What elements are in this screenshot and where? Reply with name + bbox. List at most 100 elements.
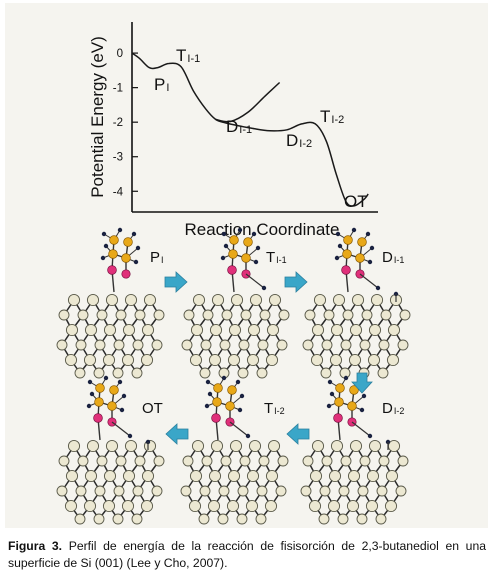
butanediol-molecule	[204, 375, 251, 441]
y-tick-label: 0	[117, 48, 123, 60]
stage-label: OT	[142, 400, 163, 417]
silicon-atom	[327, 499, 341, 513]
x-axis-label: Reaction Coordinate	[185, 220, 340, 239]
silicon-atom	[361, 309, 373, 321]
silicon-atom	[112, 367, 124, 379]
hydrogen-atom	[135, 245, 141, 251]
silicon-atom	[56, 339, 68, 351]
silicon-atom	[346, 499, 360, 513]
silicon-atom	[199, 367, 211, 379]
stage-label: DI-2	[382, 400, 404, 417]
silicon-atom	[308, 499, 322, 513]
silicon-atom	[276, 339, 288, 351]
silicon-atom	[103, 323, 117, 337]
silicon-atom	[83, 353, 97, 367]
carbon-atom	[357, 237, 367, 247]
silicon-atom	[329, 353, 343, 367]
hydrogen-atom	[221, 375, 227, 381]
silicon-atom	[153, 309, 165, 321]
silicon-atom	[189, 353, 203, 367]
silicon-atom	[247, 323, 261, 337]
hydrogen-atom	[335, 231, 341, 237]
silicon-atom	[370, 293, 384, 307]
silicon-atom	[226, 499, 240, 513]
silicon-atom	[265, 469, 279, 483]
silicon-atom	[134, 455, 146, 467]
silicon-atom	[180, 485, 192, 497]
hydrogen-atom	[337, 243, 343, 249]
silicon-atom	[277, 455, 289, 467]
carbon-atom	[335, 383, 345, 393]
silicon-atom	[246, 469, 260, 483]
silicon-atom	[348, 353, 362, 367]
state-label: OT	[344, 192, 368, 211]
silicon-atom	[112, 513, 124, 525]
silicon-atom	[64, 353, 78, 367]
silicon-atom	[131, 513, 143, 525]
hydrogen-atom	[245, 433, 251, 439]
hydrogen-atom	[86, 403, 92, 409]
hydrogen-atom	[121, 393, 127, 399]
caption-label: Figura 3.	[8, 539, 63, 553]
h-transfer-bond	[245, 273, 265, 289]
silicon-atom	[256, 367, 268, 379]
silicon-atom	[94, 485, 106, 497]
state-label: TI-1	[176, 46, 200, 65]
silicon-atom	[302, 455, 314, 467]
silicon-atom	[141, 323, 155, 337]
silicon-atom	[77, 309, 89, 321]
carbon-atom	[342, 249, 352, 259]
silicon-atom	[65, 469, 79, 483]
hydrogen-atom	[239, 393, 245, 399]
silicon-atom	[230, 293, 244, 307]
silicon-atom	[96, 455, 108, 467]
silicon-atom	[93, 513, 105, 525]
silicon-atom	[380, 309, 392, 321]
silicon-atom	[397, 339, 409, 351]
silicon-atom	[395, 485, 407, 497]
silicon-atom	[124, 439, 138, 453]
oxygen-atom	[333, 413, 343, 423]
hydrogen-atom	[100, 255, 106, 261]
carbon-atom	[109, 235, 119, 245]
stage-snapshot: DI-1	[302, 227, 411, 379]
silicon-atom	[200, 339, 212, 351]
silicon-atom	[86, 293, 100, 307]
silicon-atom	[198, 513, 210, 525]
silicon-atom	[351, 293, 365, 307]
hydrogen-atom	[253, 259, 259, 265]
reaction-arrow	[284, 271, 308, 293]
silicon-atom	[328, 469, 342, 483]
silicon-atom	[153, 455, 165, 467]
silicon-atom	[264, 499, 278, 513]
silicon-atom	[122, 323, 136, 337]
hydrogen-atom	[87, 379, 93, 385]
silicon-atom	[340, 339, 352, 351]
energy-curve-2	[215, 81, 281, 123]
silicon-atom	[105, 439, 119, 453]
silicon-atom	[377, 367, 389, 379]
silicon-atom	[102, 499, 116, 513]
reaction-arrow-shape	[351, 372, 373, 394]
reaction-arrow	[165, 423, 189, 445]
silicon-atom	[399, 309, 411, 321]
carbon-atom	[227, 385, 237, 395]
silicon-atom	[387, 323, 401, 337]
silicon-atom	[67, 439, 81, 453]
silicon-atom	[122, 469, 136, 483]
silicon-atom	[113, 485, 125, 497]
hydrogen-atom	[329, 391, 335, 397]
silicon-atom	[267, 439, 281, 453]
silicon-atom	[102, 353, 116, 367]
figure-caption: Figura 3. Perfil de energía de la reacci…	[8, 538, 486, 572]
silicon-cluster	[300, 439, 409, 525]
hydrogen-atom	[369, 245, 375, 251]
h-transfer-bond	[111, 421, 131, 437]
state-label: DI-1	[226, 117, 252, 136]
silicon-atom	[67, 293, 81, 307]
silicon-atom	[248, 439, 262, 453]
reaction-arrow	[351, 372, 373, 394]
silicon-atom	[385, 469, 399, 483]
hydrogen-atom	[327, 379, 333, 385]
silicon-atom	[304, 309, 316, 321]
